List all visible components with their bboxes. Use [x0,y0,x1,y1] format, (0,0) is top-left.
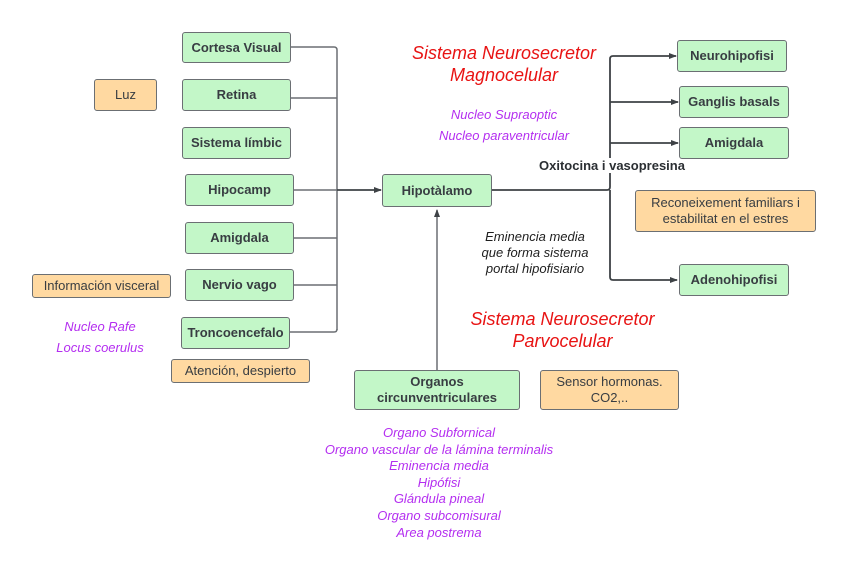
heading-line: Sistema Neurosecretor [411,43,597,63]
node-label: Nervio vago [202,277,277,292]
annotation-line: que forma sistema [481,245,589,260]
node-troncoencefalo[interactable]: Troncoencefalo [181,317,290,349]
organos-list-item: Glándula pineal [393,491,485,507]
annotation-portal-hipofisiario: Eminencia media que forma sistema portal… [470,229,600,277]
note-label: Información visceral [43,278,160,293]
node-amigdala-out[interactable]: Amigdala [679,127,789,159]
organos-list-item: Eminencia media [389,458,489,474]
organos-list-item: Area postrema [396,524,482,540]
node-label: circunventriculares [377,390,497,405]
node-label: Cortesa Visual [191,39,282,55]
node-label: Ganglis basals [688,94,780,109]
annotation-locus-coerulus: Locus coerulus [56,340,144,355]
annotation-nucleo-rafe: Nucleo Rafe [64,319,136,334]
wire-troncoencefalo [290,328,338,333]
node-ganglis-basals[interactable]: Ganglis basals [679,86,789,118]
note-label: Reconeixement familiars i [651,195,800,210]
annotation-nucleo-paraventricular: Nucleo paraventricular [438,128,570,143]
node-retina[interactable]: Retina [182,79,291,111]
organos-list-item: Organo subcomisural [377,507,501,523]
node-nervio-vago[interactable]: Nervio vago [185,269,294,301]
note-atencion-despierto[interactable]: Atención, despierto [171,359,310,383]
wire-adenohipofisi [609,190,678,283]
wire-cortesa-visual [291,46,338,330]
node-adenohipofisi[interactable]: Adenohipofisi [679,264,789,296]
node-label: Hipotàlamo [401,182,473,198]
node-neurohipofisi[interactable]: Neurohipofisi [677,40,787,72]
heading-magnocelular: Sistema Neurosecretor Magnocelular [404,42,604,86]
organos-list-item: Hipófisi [417,474,461,490]
node-amigdala-in[interactable]: Amigdala [185,222,294,254]
note-label: estabilitat en el estres [662,211,789,226]
node-label: Amigdala [704,135,764,150]
node-sistema-limbic[interactable]: Sistema límbic [182,127,291,159]
node-label: Amigdala [210,230,269,245]
note-label: CO2,.. [590,390,629,405]
heading-line: Magnocelular [449,65,559,85]
note-label: Sensor hormonas. [556,374,663,389]
organos-list-item: Organo Subfornical [382,425,495,440]
wire-hipotalamo-outputs [492,53,677,191]
heading-line: Parvocelular [512,331,613,351]
heading-parvocelular: Sistema Neurosecretor Parvocelular [455,308,670,352]
heading-line: Sistema Neurosecretor [470,309,655,329]
note-reconeixement[interactable]: Reconeixement familiars i estabilitat en… [635,190,816,232]
node-label: Organos [410,374,464,389]
label-oxitocina-vasopresina: Oxitocina i vasopresina [527,158,697,173]
node-organos-circunventriculares[interactable]: Organos circunventriculares [354,370,520,410]
annotation-line: Eminencia media [485,229,585,244]
node-label: Hipocamp [208,182,271,197]
node-label: Sistema límbic [190,135,283,150]
note-label: Luz [115,87,136,102]
note-sensor-hormonas[interactable]: Sensor hormonas. CO2,.. [540,370,679,410]
node-label: Adenohipofisi [690,272,778,287]
note-label: Atención, despierto [184,363,297,378]
node-cortesa-visual[interactable]: Cortesa Visual [182,32,291,63]
organos-list: Organo Subfornical Organo vascular de la… [300,425,578,541]
node-hipocamp[interactable]: Hipocamp [185,174,294,206]
node-label: Retina [216,87,257,102]
organos-list-item: Organo vascular de la lámina terminalis [324,441,554,457]
node-label: Troncoencefalo [187,325,284,340]
note-informacion-visceral[interactable]: Información visceral [32,274,171,298]
annotation-line: portal hipofisiario [485,261,585,276]
annotation-nucleo-supraoptic: Nucleo Supraoptic [450,107,558,122]
note-luz[interactable]: Luz [94,79,157,111]
node-hipotalamo[interactable]: Hipotàlamo [382,174,492,207]
node-label: Neurohipofisi [690,48,774,63]
